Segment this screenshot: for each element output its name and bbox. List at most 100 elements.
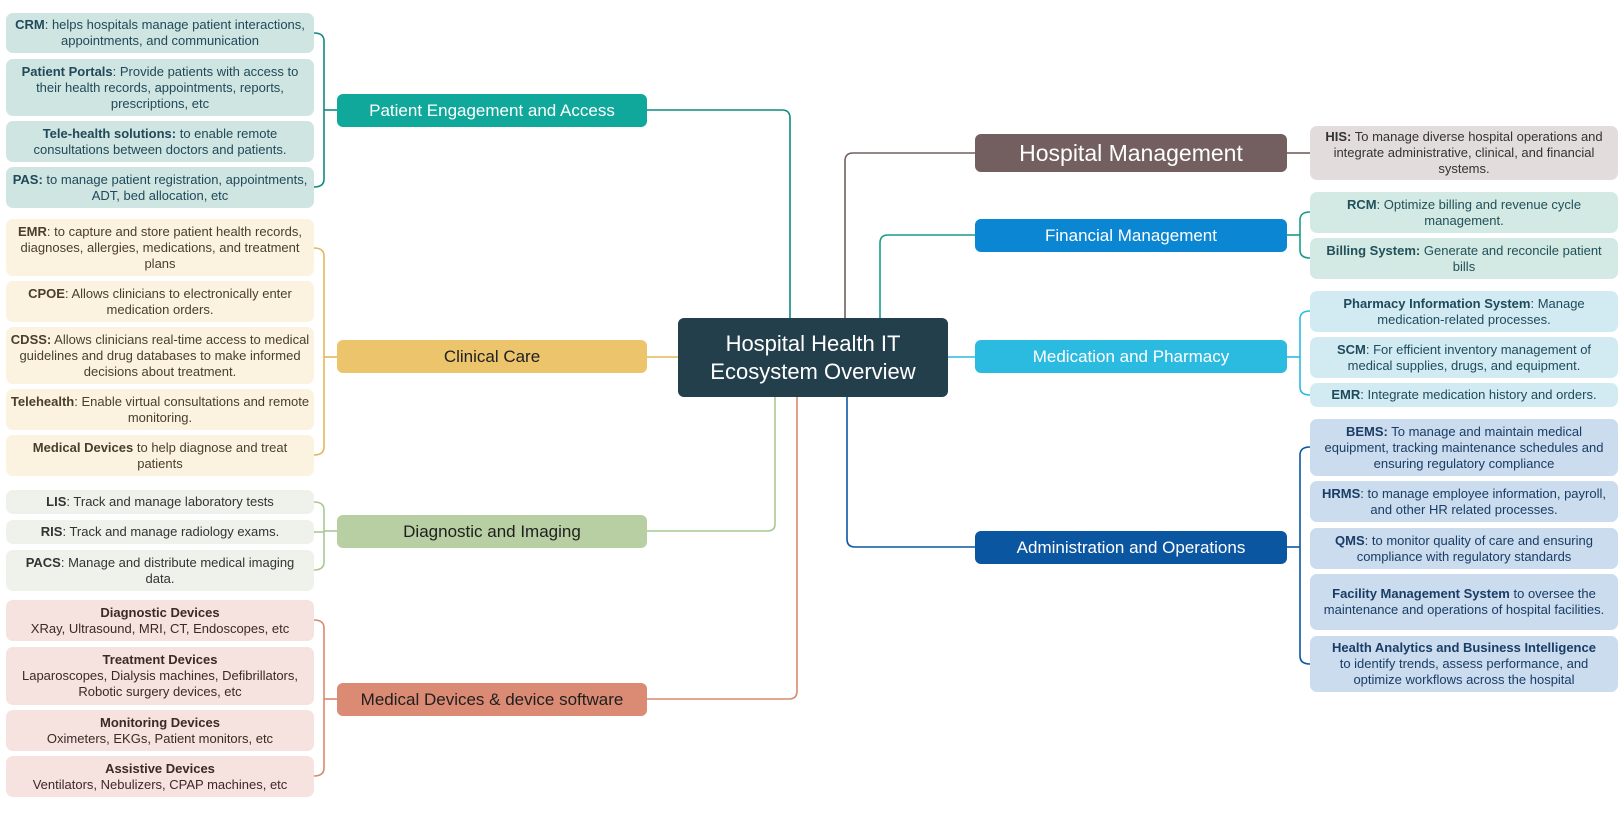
leaf-pharmacy-information-system[interactable]: Pharmacy Information System: Manage medi… xyxy=(1310,291,1618,332)
leaf-title: Tele-health solutions: xyxy=(42,125,177,141)
leaf-description: Laparoscopes, Dialysis machines, Defibri… xyxy=(21,668,298,699)
leaf-lis[interactable]: LIS: Track and manage laboratory tests xyxy=(6,490,314,514)
leaf-bems[interactable]: BEMS: To manage and maintain medical equ… xyxy=(1310,419,1618,476)
leaf-description: Manage medication-related processes. xyxy=(1377,295,1585,327)
leaf-text: CRM: helps hospitals manage patient inte… xyxy=(10,17,310,49)
leaf-separator: : xyxy=(1365,341,1374,357)
leaf-hrms[interactable]: HRMS: to manage employee information, pa… xyxy=(1310,481,1618,522)
leaf-separator: : xyxy=(64,285,72,301)
leaf-description: Ventilators, Nebulizers, CPAP machines, … xyxy=(32,776,288,792)
leaf-title: BEMS: xyxy=(1345,423,1388,439)
leaf-separator: : xyxy=(66,494,74,509)
leaf-title: CPOE xyxy=(28,285,65,301)
leaf-text: EMR: to capture and store patient health… xyxy=(10,224,310,272)
leaf-text: Pharmacy Information System: Manage medi… xyxy=(1314,296,1614,328)
leaf-health-analytics-bi[interactable]: Health Analytics and Business Intelligen… xyxy=(1310,636,1618,692)
leaf-patient-portals[interactable]: Patient Portals: Provide patients with a… xyxy=(6,59,314,116)
branch-label: Diagnostic and Imaging xyxy=(403,521,581,541)
leaf-facility-management-system[interactable]: Facility Management System to oversee th… xyxy=(1310,574,1618,630)
leaf-title: QMS xyxy=(1335,532,1365,548)
leaf-separator: : xyxy=(1364,532,1372,548)
branch-diagnostic-imaging[interactable]: Diagnostic and Imaging xyxy=(337,515,647,548)
central-topic-line-2: Ecosystem Overview xyxy=(710,358,916,384)
leaf-text: Medical Devices to help diagnose and tre… xyxy=(10,440,310,472)
leaf-text: PAS: to manage patient registration, app… xyxy=(10,172,310,204)
branch-hospital-management[interactable]: Hospital Management xyxy=(975,134,1287,172)
leaf-ris[interactable]: RIS: Track and manage radiology exams. xyxy=(6,520,314,544)
leaf-title: Pharmacy Information System xyxy=(1343,295,1531,311)
leaf-description: Track and manage laboratory tests xyxy=(73,494,274,509)
leaf-separator: : xyxy=(1376,196,1384,212)
leaf-description: to oversee the maintenance and operation… xyxy=(1323,586,1605,617)
branch-financial-management[interactable]: Financial Management xyxy=(975,219,1287,252)
leaf-description: Manage and distribute medical imaging da… xyxy=(68,554,295,586)
leaf-emr-medication[interactable]: EMR: Integrate medication history and or… xyxy=(1310,383,1618,407)
leaf-pacs[interactable]: PACS: Manage and distribute medical imag… xyxy=(6,550,314,591)
leaf-title: CRM xyxy=(15,17,45,32)
leaf-text: EMR: Integrate medication history and or… xyxy=(1331,387,1596,403)
leaf-description: Oximeters, EKGs, Patient monitors, etc xyxy=(46,730,274,746)
leaf-description: XRay, Ultrasound, MRI, CT, Endoscopes, e… xyxy=(30,620,290,636)
leaf-text: CPOE: Allows clinicians to electronicall… xyxy=(10,286,310,318)
branch-clinical-care[interactable]: Clinical Care xyxy=(337,340,647,373)
branch-label: Medical Devices & device software xyxy=(360,689,624,709)
leaf-description: to help diagnose and treat patients xyxy=(136,439,288,471)
branch-medical-devices-software[interactable]: Medical Devices & device software xyxy=(337,683,647,716)
leaf-title: HRMS xyxy=(1322,485,1361,501)
leaf-billing-system[interactable]: Billing System: Generate and reconcile p… xyxy=(1310,238,1618,279)
leaf-title: CDSS: xyxy=(10,331,52,347)
branch-administration-operations[interactable]: Administration and Operations xyxy=(975,531,1287,564)
leaf-his[interactable]: HIS: To manage diverse hospital operatio… xyxy=(1310,126,1618,180)
leaf-cdss[interactable]: CDSS: Allows clinicians real-time access… xyxy=(6,327,314,384)
leaf-title: Medical Devices xyxy=(32,439,134,455)
leaf-title: Assistive Devices xyxy=(105,760,215,776)
leaf-title: Treatment Devices xyxy=(102,652,218,667)
leaf-rcm[interactable]: RCM: Optimize billing and revenue cycle … xyxy=(1310,192,1618,233)
branch-label: Medication and Pharmacy xyxy=(1032,346,1230,366)
leaf-separator: : xyxy=(44,17,52,32)
leaf-text: Health Analytics and Business Intelligen… xyxy=(1314,640,1614,688)
leaf-separator: : xyxy=(62,524,70,539)
leaf-scm[interactable]: SCM: For efficient inventory management … xyxy=(1310,337,1618,378)
leaf-description: to enable remote consultations between d… xyxy=(33,125,287,157)
leaf-title: LIS xyxy=(46,494,67,509)
leaf-telehealth[interactable]: Telehealth: Enable virtual consultations… xyxy=(6,389,314,430)
branch-label: Clinical Care xyxy=(443,346,541,366)
leaf-separator: : xyxy=(46,223,55,239)
leaf-description: Integrate medication history and orders. xyxy=(1367,387,1597,402)
leaf-cpoe[interactable]: CPOE: Allows clinicians to electronicall… xyxy=(6,281,314,322)
leaf-title: RCM xyxy=(1346,196,1377,212)
leaf-text: BEMS: To manage and maintain medical equ… xyxy=(1314,424,1614,472)
wire-patient-leaves-bracket xyxy=(313,32,325,188)
wire-center-admin xyxy=(846,397,975,548)
branch-medication-pharmacy[interactable]: Medication and Pharmacy xyxy=(975,340,1287,373)
leaf-title: Telehealth xyxy=(10,393,75,409)
leaf-pas[interactable]: PAS: to manage patient registration, app… xyxy=(6,167,314,208)
branch-label: Patient Engagement and Access xyxy=(369,100,615,120)
leaf-description: Generate and reconcile patient bills xyxy=(1423,242,1602,274)
central-topic[interactable]: Hospital Health IT Ecosystem Overview xyxy=(678,318,948,397)
leaf-description: Enable virtual consultations and remote … xyxy=(81,393,310,425)
leaf-separator: : xyxy=(1530,295,1538,311)
leaf-crm[interactable]: CRM: helps hospitals manage patient inte… xyxy=(6,13,314,53)
wire-center-devices xyxy=(647,397,798,700)
leaf-emr[interactable]: EMR: to capture and store patient health… xyxy=(6,219,314,276)
leaf-title: Monitoring Devices xyxy=(100,714,220,730)
leaf-title: Facility Management System xyxy=(1332,586,1510,601)
leaf-text: Patient Portals: Provide patients with a… xyxy=(10,64,310,112)
leaf-description: helps hospitals manage patient interacti… xyxy=(51,17,305,48)
leaf-tele-health-solutions[interactable]: Tele-health solutions: to enable remote … xyxy=(6,121,314,162)
leaf-qms[interactable]: QMS: to monitor quality of care and ensu… xyxy=(1310,528,1618,569)
branch-patient-engagement[interactable]: Patient Engagement and Access xyxy=(337,94,647,127)
leaf-medical-devices[interactable]: Medical Devices to help diagnose and tre… xyxy=(6,435,314,476)
wire-center-patient xyxy=(647,109,791,318)
leaf-separator: : xyxy=(1360,485,1368,501)
